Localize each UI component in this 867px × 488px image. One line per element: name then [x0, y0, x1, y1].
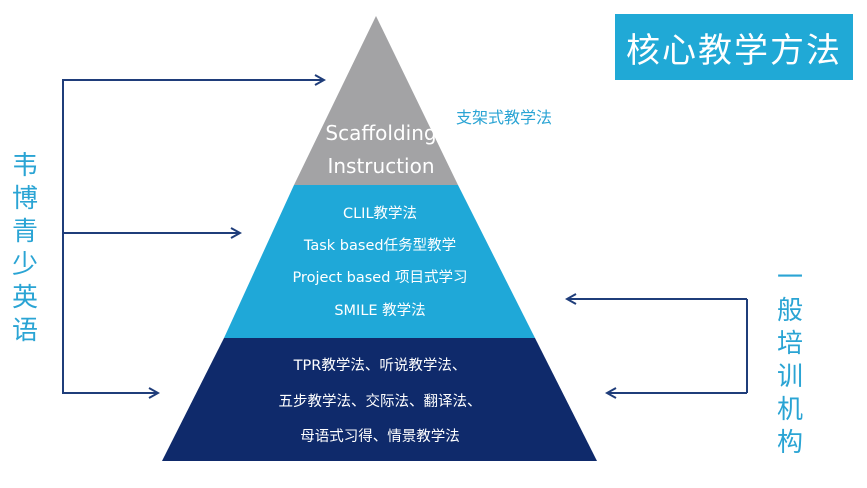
bottom-tier-line-2: 五步教学法、交际法、翻译法、 — [279, 392, 482, 410]
middle-tier-line-3: Project based 项目式学习 — [292, 269, 467, 286]
top-tier-line-1: Scaffolding — [325, 121, 436, 145]
scaffolding-side-note: 支架式教学法 — [456, 108, 553, 127]
middle-tier-line-2: Task based任务型教学 — [303, 237, 456, 254]
bottom-tier-line-3: 母语式习得、情景教学法 — [300, 428, 460, 445]
left-vertical-label: 韦博青少英语 — [11, 151, 38, 346]
left-bracket-arrows — [62, 80, 324, 393]
right-bracket-arrows — [567, 299, 748, 393]
right-vertical-label: 一般培训机构 — [776, 263, 803, 458]
pyramid-tier-bottom — [162, 338, 597, 461]
pyramid-tier-middle — [224, 185, 535, 338]
top-tier-line-2: Instruction — [327, 154, 434, 178]
middle-tier-line-1: CLIL教学法 — [343, 205, 417, 222]
pyramid-tier-top — [294, 16, 458, 185]
middle-tier-line-4: SMILE 教学法 — [334, 302, 425, 319]
title-box: 核心教学方法 — [615, 14, 853, 80]
bottom-tier-line-1: TPR教学法、听说教学法、 — [293, 357, 467, 374]
